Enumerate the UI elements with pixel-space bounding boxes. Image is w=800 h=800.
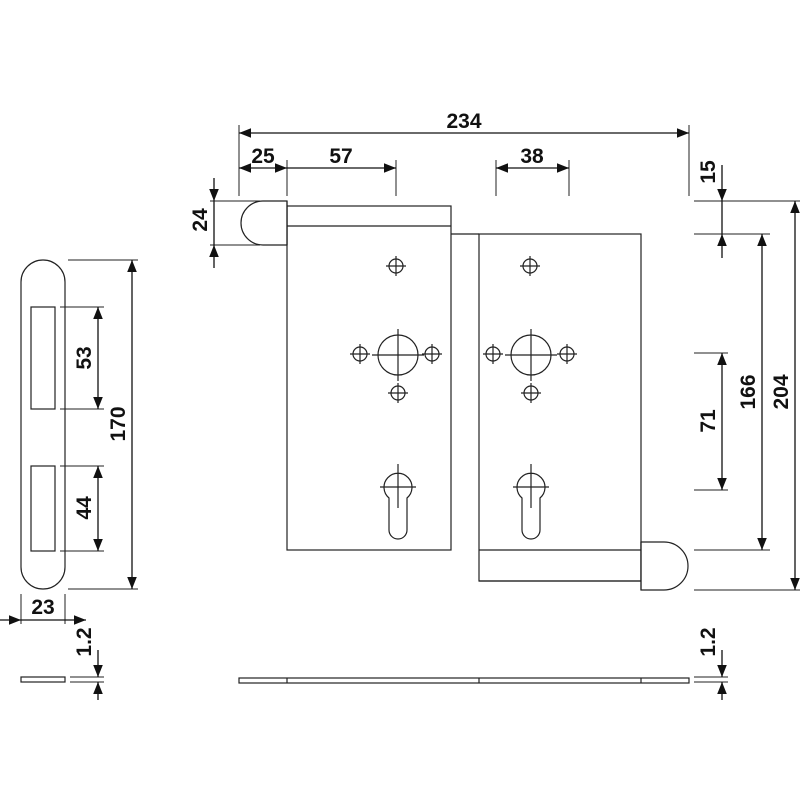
dim-label-25: 25	[251, 145, 275, 168]
left-leaf	[240, 200, 452, 551]
dim-label-166: 166	[737, 374, 760, 409]
dim-label-15: 15	[697, 160, 720, 184]
dim-label-53: 53	[73, 346, 96, 369]
right-cylinder-cutout	[516, 472, 546, 540]
right-leaf	[451, 233, 689, 591]
strike-upper-opening	[30, 306, 56, 410]
plate-profile	[238, 677, 690, 684]
strike-plate	[20, 259, 66, 590]
right-leaf-holes	[483, 256, 577, 540]
dim-label-234: 234	[446, 110, 481, 133]
dim-label-38: 38	[520, 145, 544, 168]
right-knuckle	[640, 541, 689, 591]
dim-label-204: 204	[770, 374, 793, 409]
dim-label-23: 23	[31, 596, 54, 619]
dim-label-24: 24	[189, 208, 212, 232]
dimension-lines	[0, 128, 800, 700]
left-leaf-holes	[350, 256, 442, 540]
dim-label-44: 44	[73, 496, 96, 520]
dim-label-57: 57	[329, 145, 352, 168]
left-cylinder-cutout	[383, 472, 413, 540]
dim-label-71: 71	[697, 409, 720, 433]
dim-label-170: 170	[107, 406, 130, 441]
left-knuckle	[240, 200, 288, 246]
strike-plate-profile	[20, 676, 66, 683]
dimension-labels: 234 25 57 38 24 15 204 166 71 170 53 44 …	[31, 110, 793, 657]
dim-label-plate-thickness: 1.2	[697, 627, 720, 656]
dim-label-strike-thickness: 1.2	[73, 627, 96, 656]
strike-lower-opening	[30, 465, 56, 552]
